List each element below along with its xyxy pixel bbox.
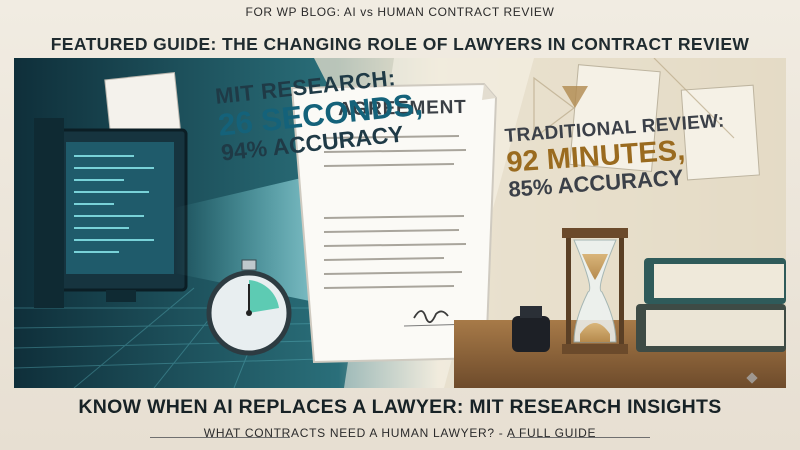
signature-mark xyxy=(413,310,449,324)
headline: FEATURED GUIDE: THE CHANGING ROLE OF LAW… xyxy=(50,34,750,54)
inkwell-icon xyxy=(512,306,550,352)
stopwatch-icon xyxy=(206,259,292,356)
computer-monitor-icon xyxy=(34,118,188,308)
contract-document-icon xyxy=(290,82,498,364)
bottom-title: KNOW WHEN AI REPLACES A LAWYER: MIT RESE… xyxy=(78,396,722,418)
hourglass-icon xyxy=(562,228,628,354)
top-label: FOR WP BLOG: AI vs HUMAN CONTRACT REVIEW xyxy=(245,5,555,19)
subtitle-divider-left xyxy=(150,437,290,438)
subtitle-divider-right xyxy=(510,437,650,438)
hero-illustration xyxy=(14,58,786,388)
bottom-subtitle: WHAT CONTRACTS NEED A HUMAN LAWYER? - A … xyxy=(203,426,597,440)
decorative-lines xyxy=(533,58,735,140)
books-icon xyxy=(636,258,786,352)
